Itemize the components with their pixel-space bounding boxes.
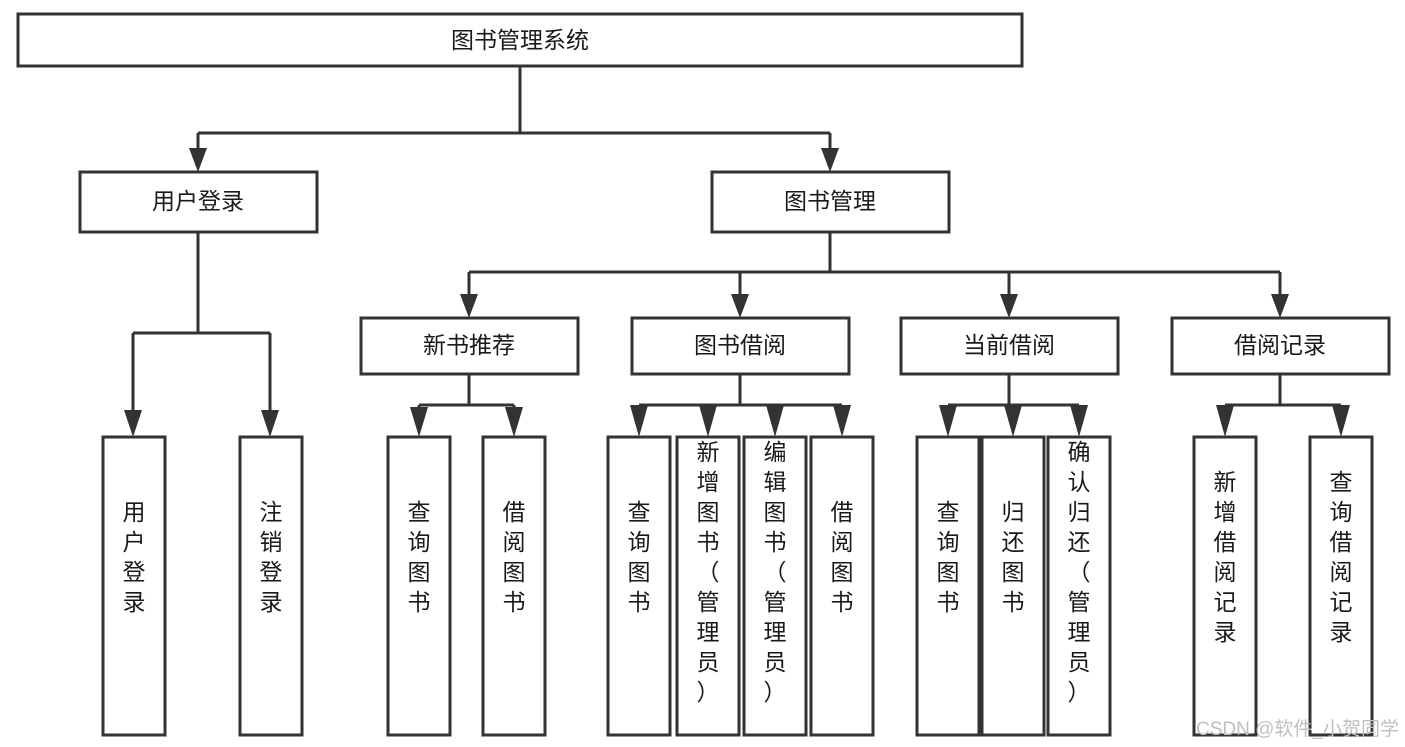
leaf-confirm-return-label: 确认归还（管理员） (1068, 439, 1091, 705)
book-borrow-label: 图书借阅 (694, 332, 786, 358)
leaf-user-login-label: 用户登录 (123, 499, 146, 615)
new-book-recommend-label: 新书推荐 (423, 332, 515, 358)
node-new-book-recommend[interactable]: 新书推荐 (359, 316, 580, 376)
leaf-query-record-label: 查询借阅记录 (1330, 469, 1353, 645)
arrow-head-leaf-user-logout (261, 410, 279, 437)
leaf-confirm-return[interactable]: 确认归还（管理员） (1046, 435, 1112, 737)
arrow-head-leaf-borrow-book-2 (833, 405, 851, 437)
leaf-query-book-2-label: 查询图书 (628, 499, 651, 615)
leaf-confirm-return-box[interactable] (1046, 435, 1112, 737)
leaf-query-record-box[interactable] (1308, 435, 1374, 737)
leaf-edit-book-box[interactable] (742, 435, 808, 737)
node-borrow-record[interactable]: 借阅记录 (1170, 316, 1391, 376)
book-management-label: 图书管理 (784, 188, 876, 214)
leaf-query-book-1-label: 查询图书 (408, 499, 431, 615)
leaf-borrow-book-2[interactable]: 借阅图书 (809, 435, 875, 737)
leaf-add-book-label: 新增图书（管理员） (697, 439, 720, 705)
arrow-head-leaf-confirm-return (1070, 405, 1088, 437)
arrow-head-new-book-recommend (460, 294, 478, 318)
user-login-box[interactable] (78, 170, 319, 234)
node-current-borrow[interactable]: 当前借阅 (899, 316, 1120, 376)
leaf-user-logout-label: 注销登录 (260, 499, 283, 615)
borrow-record-label: 借阅记录 (1234, 332, 1326, 358)
leaf-query-book-1[interactable]: 查询图书 (386, 435, 452, 737)
new-book-recommend-box[interactable] (359, 316, 580, 376)
book-borrow-box[interactable] (630, 316, 851, 376)
arrow-head-leaf-query-book-1 (410, 407, 428, 437)
leaf-edit-book[interactable]: 编辑图书（管理员） (742, 435, 808, 737)
leaf-user-logout[interactable]: 注销登录 (238, 435, 304, 737)
root-box[interactable] (16, 12, 1024, 68)
arrow-head-leaf-edit-book (766, 405, 784, 437)
leaf-query-book-1-box[interactable] (386, 435, 452, 737)
borrow-record-box[interactable] (1170, 316, 1391, 376)
arrow-head-leaf-add-record (1216, 405, 1234, 437)
leaf-return-book-box[interactable] (980, 435, 1046, 737)
leaf-borrow-book-2-box[interactable] (809, 435, 875, 737)
leaf-query-book-3-label: 查询图书 (937, 499, 960, 615)
user-login-label: 用户登录 (152, 188, 244, 214)
leaf-user-login-box[interactable] (101, 435, 167, 737)
leaf-add-record[interactable]: 新增借阅记录 (1192, 435, 1258, 737)
leaf-user-logout-box[interactable] (238, 435, 304, 737)
connector-layer (124, 66, 1350, 437)
leaf-query-book-3[interactable]: 查询图书 (915, 435, 981, 737)
leaf-add-book-box[interactable] (675, 435, 741, 737)
leaf-return-book[interactable]: 归还图书 (980, 435, 1046, 737)
arrow-head-user-login (189, 148, 207, 172)
node-book-management[interactable]: 图书管理 (710, 170, 951, 234)
leaf-add-book[interactable]: 新增图书（管理员） (675, 435, 741, 737)
node-user-login[interactable]: 用户登录 (78, 170, 319, 234)
node-book-borrow[interactable]: 图书借阅 (630, 316, 851, 376)
csdn-watermark: CSDN @软件_小贺同学 (1196, 718, 1399, 740)
leaf-query-record[interactable]: 查询借阅记录 (1308, 435, 1374, 737)
leaf-edit-book-label: 编辑图书（管理员） (764, 439, 787, 705)
arrow-head-current-borrow (1000, 294, 1018, 318)
leaf-borrow-book-1[interactable]: 借阅图书 (481, 435, 547, 737)
leaf-add-record-box[interactable] (1192, 435, 1258, 737)
arrow-head-leaf-user-login (124, 410, 142, 437)
node-root[interactable]: 图书管理系统 (16, 12, 1024, 68)
arrow-head-borrow-record (1271, 294, 1289, 318)
leaf-add-record-label: 新增借阅记录 (1214, 469, 1237, 645)
book-management-box[interactable] (710, 170, 951, 234)
arrow-head-leaf-add-book (699, 405, 717, 437)
leaf-user-login[interactable]: 用户登录 (101, 435, 167, 737)
current-borrow-label: 当前借阅 (963, 332, 1055, 358)
arrow-head-leaf-borrow-book-1 (505, 407, 523, 437)
current-borrow-box[interactable] (899, 316, 1120, 376)
arrow-head-book-management (821, 148, 839, 172)
leaf-query-book-3-box[interactable] (915, 435, 981, 737)
arrow-head-leaf-query-book-3 (939, 405, 957, 437)
leaf-borrow-book-1-label: 借阅图书 (503, 499, 526, 615)
leaf-borrow-book-2-label: 借阅图书 (831, 499, 854, 615)
leaf-borrow-book-1-box[interactable] (481, 435, 547, 737)
arrow-head-leaf-query-record (1332, 405, 1350, 437)
arrow-head-leaf-return-book (1004, 405, 1022, 437)
leaf-query-book-2[interactable]: 查询图书 (606, 435, 672, 737)
root-label: 图书管理系统 (451, 27, 589, 53)
leaf-query-book-2-box[interactable] (606, 435, 672, 737)
arrow-head-leaf-query-book-2 (630, 405, 648, 437)
leaf-return-book-label: 归还图书 (1002, 499, 1025, 615)
arrow-head-book-borrow (731, 294, 749, 318)
